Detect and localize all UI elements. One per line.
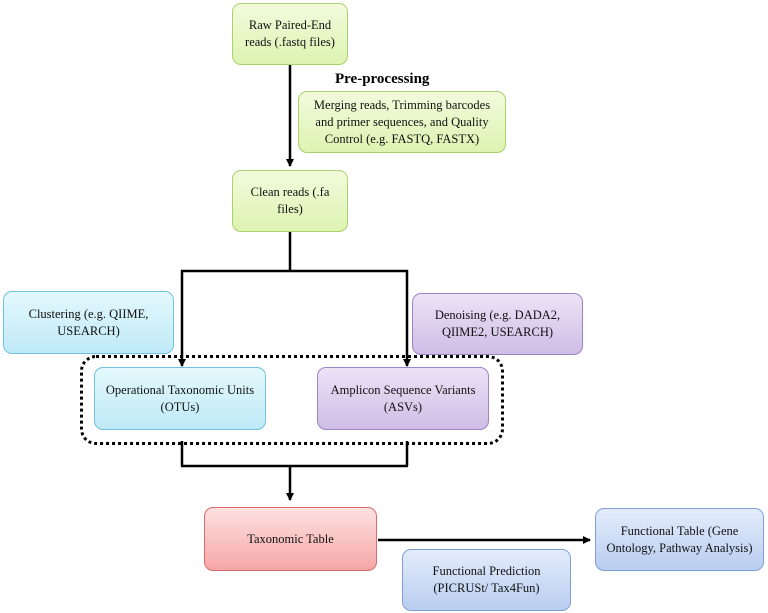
asvs-node: Amplicon Sequence Variants (ASVs) <box>317 367 489 430</box>
clustering-node: Clustering (e.g. QIIME, USEARCH) <box>3 291 174 354</box>
functional-prediction-node: Functional Prediction (PICRUSt/ Tax4Fun) <box>402 549 571 611</box>
otus-node: Operational Taxonomic Units (OTUs) <box>94 367 266 430</box>
denoising-node: Denoising (e.g. DADA2, QIIME2, USEARCH) <box>412 293 583 355</box>
preprocessing-title: Pre-processing <box>335 71 430 87</box>
taxonomic-table-node: Taxonomic Table <box>204 507 377 571</box>
clean-reads-node: Clean reads (.fa files) <box>232 170 348 232</box>
feature-table-group <box>80 355 504 445</box>
functional-table-node: Functional Table (Gene Ontology, Pathway… <box>595 508 764 571</box>
raw-reads-node: Raw Paired-End reads (.fastq files) <box>232 3 348 65</box>
preprocessing-node: Merging reads, Trimming barcodes and pri… <box>298 91 506 153</box>
